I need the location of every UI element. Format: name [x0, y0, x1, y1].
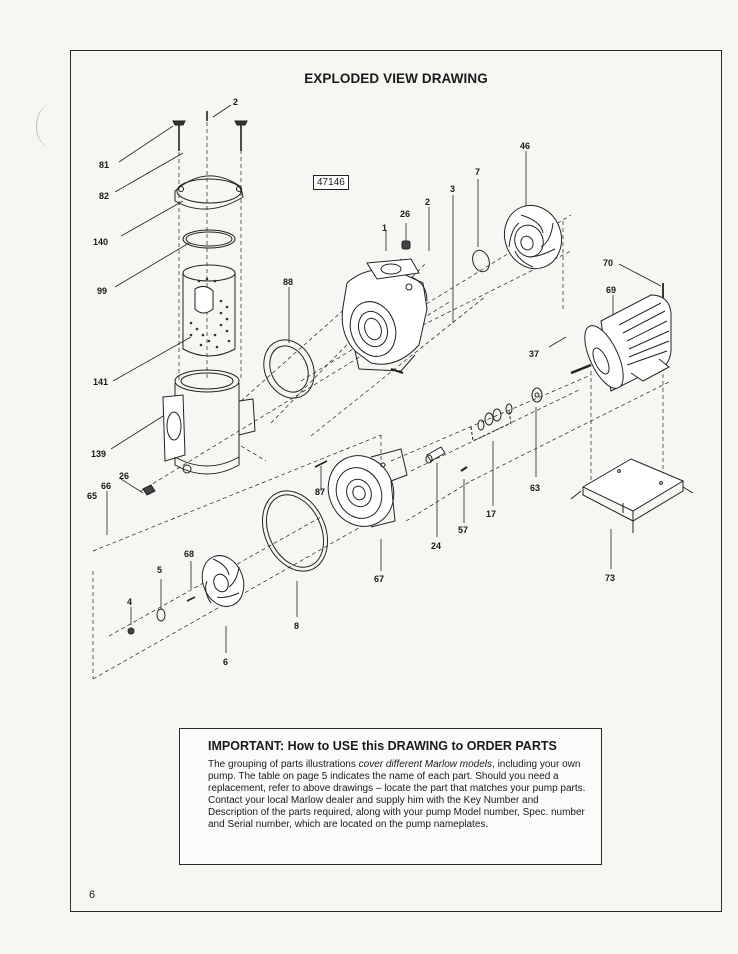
motor-base [570, 458, 694, 533]
strainer-basket [182, 264, 236, 357]
seal-plate [327, 448, 408, 528]
callout-73: 73 [605, 573, 616, 583]
callout-4: 4 [127, 597, 133, 607]
notice-text-part-1: The grouping of parts illustrations [208, 759, 359, 770]
callout-82: 82 [99, 191, 110, 201]
mechanical-seal [470, 403, 513, 442]
scan-edge-mark [36, 104, 67, 148]
important-notice-box: IMPORTANT: How to USE this DRAWING to OR… [179, 728, 602, 865]
callout-140: 140 [93, 237, 109, 247]
callout-67: 67 [374, 574, 385, 584]
shaft-key [460, 466, 468, 472]
callout-24: 24 [431, 541, 442, 551]
callout-37: 37 [529, 349, 540, 359]
notice-text-emphasis: cover different Marlow models [358, 759, 493, 770]
drawing-number-box: 47146 [313, 175, 349, 190]
callout-81: 81 [99, 160, 110, 170]
callout-7: 7 [475, 167, 481, 177]
slinger-washer [531, 387, 543, 403]
callout-3: 3 [450, 184, 456, 194]
stud [314, 460, 328, 468]
callout-46: 46 [520, 141, 531, 151]
impeller-screw [186, 596, 196, 602]
page-frame: EXPLODED VIEW DRAWING 47146 [70, 50, 722, 912]
callout-26-drain: 26 [119, 471, 130, 481]
callout-69: 69 [606, 285, 617, 295]
seal-plate-gasket [262, 490, 328, 572]
pump-casing [341, 258, 428, 374]
page-title: EXPLODED VIEW DRAWING [304, 71, 488, 86]
callout-2-knob-screw: 2 [233, 97, 239, 107]
callout-65: 65 [87, 491, 98, 501]
callout-8: 8 [294, 621, 300, 631]
callout-26-casing: 26 [400, 209, 411, 219]
callout-68: 68 [184, 549, 195, 559]
callout-57: 57 [458, 525, 469, 535]
strainer-housing [162, 369, 256, 475]
callout-2-casing: 2 [425, 197, 431, 207]
page-number: 6 [89, 889, 96, 901]
motor [570, 283, 672, 392]
impeller-small [201, 555, 245, 607]
drain-plug [142, 484, 156, 496]
callout-63: 63 [530, 483, 541, 493]
callout-17: 17 [486, 509, 497, 519]
exploded-view-drawing [92, 104, 694, 680]
casing-plug [401, 240, 411, 250]
callout-6: 6 [223, 657, 229, 667]
shaft-sleeve [425, 446, 446, 464]
callout-99: 99 [97, 286, 108, 296]
notice-text-part-2: , including your own pump. The table on … [208, 759, 586, 830]
callout-139: 139 [91, 449, 107, 459]
impeller-washer [156, 608, 166, 622]
notice-title: IMPORTANT: How to USE this DRAWING to OR… [208, 739, 557, 753]
callout-1: 1 [382, 223, 388, 233]
callout-88: 88 [283, 277, 294, 287]
knob-screws [172, 111, 248, 151]
leader-lines [106, 104, 662, 653]
casing-gasket [263, 339, 315, 399]
notice-body: The grouping of parts illustrations cove… [208, 759, 589, 831]
strainer-cover [174, 175, 244, 210]
impeller-nut [127, 627, 135, 635]
callout-5: 5 [157, 565, 163, 575]
callout-141: 141 [93, 377, 109, 387]
impeller-o-ring [472, 249, 490, 273]
impeller-large [504, 204, 562, 270]
callout-70: 70 [603, 258, 614, 268]
callout-66: 66 [101, 481, 112, 491]
cover-o-ring [182, 229, 236, 249]
callout-87: 87 [315, 487, 326, 497]
